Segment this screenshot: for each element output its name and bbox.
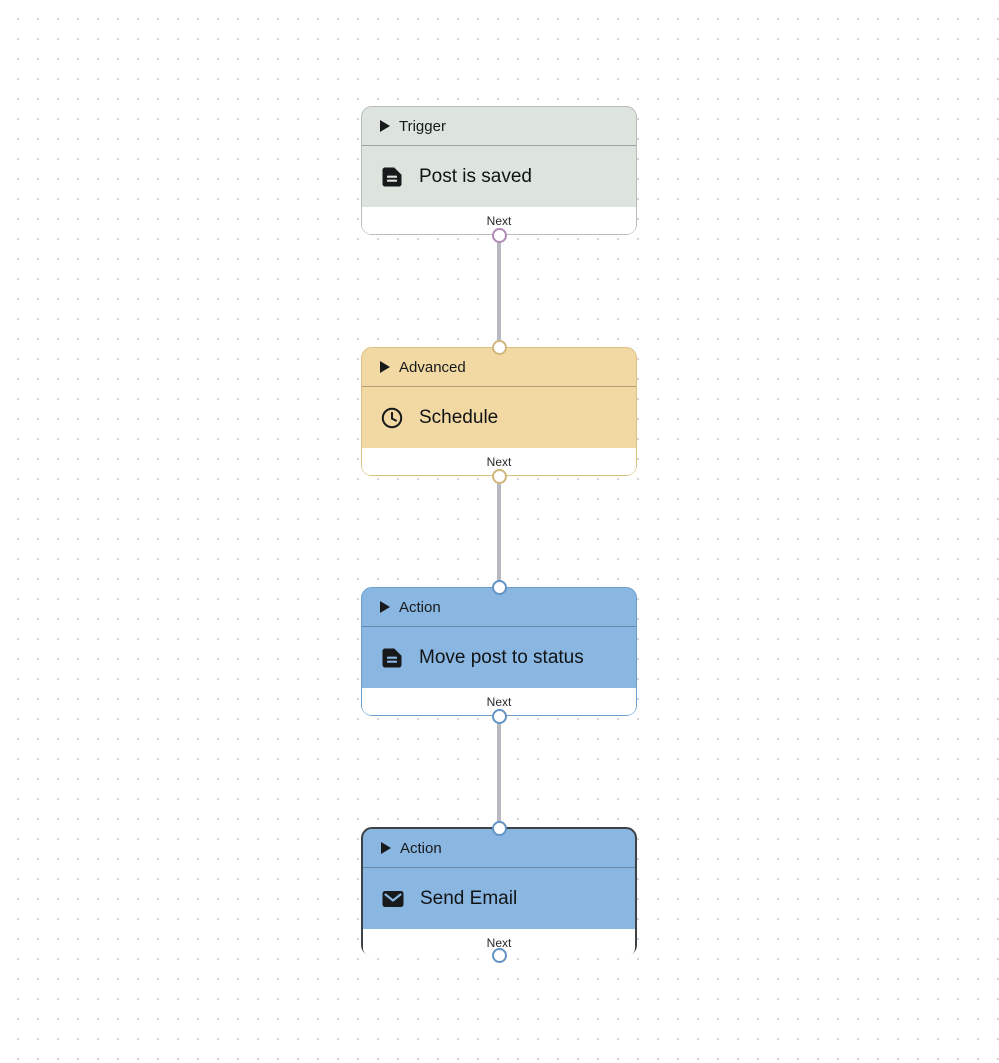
input-port[interactable] <box>491 579 507 595</box>
next-label: Next <box>486 454 512 469</box>
document-icon <box>380 646 404 670</box>
node-title: Post is saved <box>419 165 532 187</box>
next-label: Next <box>486 213 512 228</box>
node-title: Send Email <box>420 887 518 909</box>
input-port[interactable] <box>491 820 507 836</box>
output-port[interactable] <box>491 708 507 724</box>
node-body[interactable]: Send Email <box>363 868 635 929</box>
edge-advanced-to-action1 <box>497 475 501 587</box>
node-body[interactable]: Post is saved <box>362 146 636 207</box>
node-category-label: Action <box>400 839 442 857</box>
node-advanced-schedule[interactable]: Advanced Schedule Next <box>361 339 637 484</box>
output-port[interactable] <box>491 947 507 963</box>
collapse-triangle-icon <box>381 842 391 854</box>
next-label: Next <box>486 935 512 950</box>
input-port[interactable] <box>491 339 507 355</box>
output-port[interactable] <box>491 468 507 484</box>
node-action-move-post-to-status[interactable]: Action Move post to status Next <box>361 579 637 724</box>
node-body[interactable]: Schedule <box>362 387 636 448</box>
node-title: Schedule <box>419 406 499 428</box>
node-action-send-email[interactable]: Action Send Email Next <box>361 820 637 963</box>
node-trigger-post-is-saved[interactable]: Trigger Post is saved Next <box>361 106 637 243</box>
node-category-label: Advanced <box>399 358 466 376</box>
next-label: Next <box>486 694 512 709</box>
node-header[interactable]: Advanced <box>362 348 636 387</box>
output-port[interactable] <box>491 227 507 243</box>
mail-icon <box>381 887 405 911</box>
node-title: Move post to status <box>419 646 584 668</box>
collapse-triangle-icon <box>380 601 390 613</box>
node-header[interactable]: Trigger <box>362 107 636 146</box>
clock-icon <box>380 406 404 430</box>
collapse-triangle-icon <box>380 120 390 132</box>
document-icon <box>380 165 404 189</box>
node-category-label: Action <box>399 598 441 616</box>
node-header[interactable]: Action <box>362 588 636 627</box>
edge-action1-to-action2 <box>497 715 501 827</box>
collapse-triangle-icon <box>380 361 390 373</box>
node-category-label: Trigger <box>399 117 446 135</box>
edge-trigger-to-advanced <box>497 235 501 347</box>
node-header[interactable]: Action <box>363 829 635 868</box>
node-body[interactable]: Move post to status <box>362 627 636 688</box>
